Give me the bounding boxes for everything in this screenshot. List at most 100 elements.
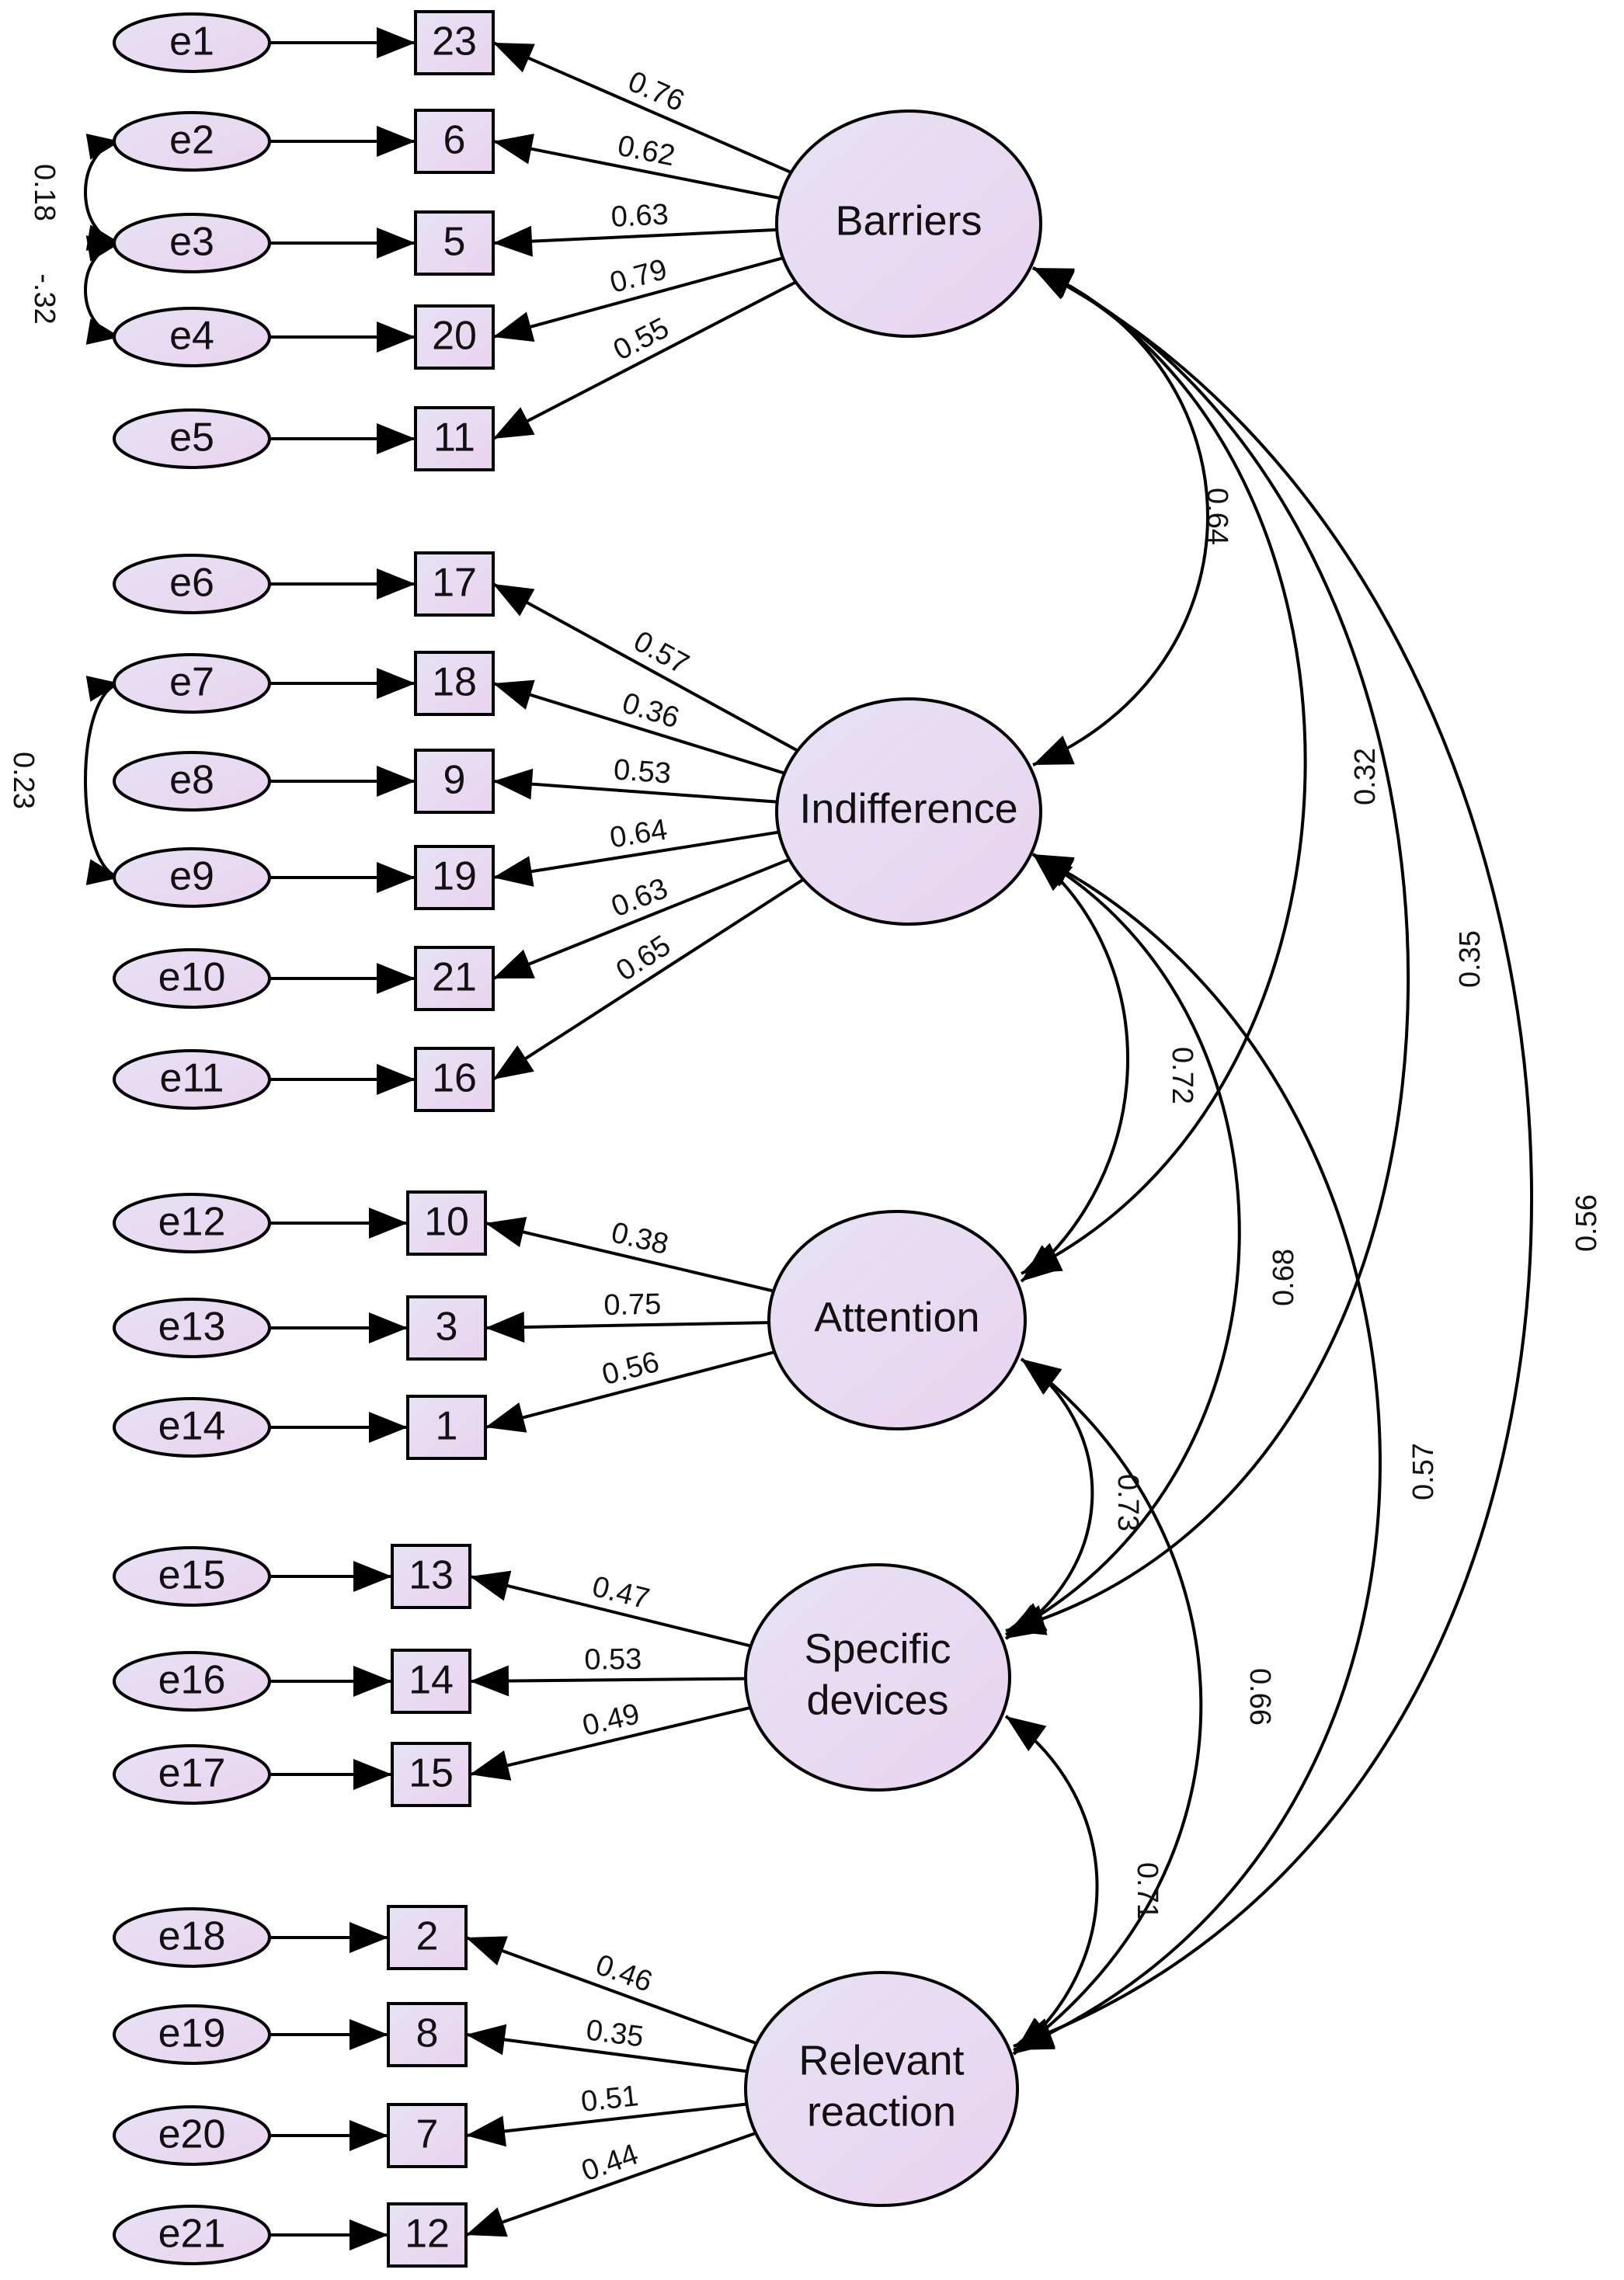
correlation-arrowhead-F3 — [1021, 1359, 1062, 1395]
item-node-12 — [387, 2202, 468, 2268]
error-node-label: e21 — [158, 2212, 226, 2257]
item-node-label: 23 — [432, 19, 477, 64]
loading-path-line — [492, 780, 777, 804]
loading-label: 0.53 — [584, 1643, 642, 1677]
factor-node-indifference — [775, 697, 1042, 926]
loading-path-line — [469, 1706, 751, 1776]
item-node-17 — [414, 551, 495, 617]
error-node-e1 — [113, 12, 271, 73]
error-path-arrowhead — [377, 963, 416, 994]
item-node-label: 17 — [432, 561, 477, 606]
error-node-label: e7 — [169, 660, 214, 705]
loading-label: 0.57 — [628, 625, 694, 681]
error-path-arrowhead — [377, 568, 416, 600]
error-path-arrowhead — [377, 27, 416, 58]
error-node-e17 — [113, 1744, 271, 1805]
item-node-15 — [391, 1742, 471, 1807]
correlation-arrowhead-F4 — [1006, 1716, 1047, 1752]
loading-path-line — [492, 857, 790, 980]
item-node-label: 1 — [436, 1404, 458, 1449]
item-node-13 — [391, 1544, 471, 1609]
item-node-18 — [414, 651, 495, 716]
error-node-e11 — [113, 1049, 271, 1110]
error-node-label: e8 — [169, 758, 214, 803]
correlation-arrowhead-F5 — [1014, 2018, 1054, 2054]
correlation-arrowhead-F2 — [1033, 735, 1075, 765]
item-node-9 — [414, 749, 495, 814]
item-node-label: 15 — [409, 1751, 454, 1796]
loading-path-arrowhead — [466, 2024, 507, 2056]
item-node-16 — [414, 1047, 495, 1112]
error-path-arrowhead — [349, 1922, 388, 1953]
error-path-arrowhead — [377, 228, 416, 259]
factor-node-label: Barriers — [835, 197, 982, 244]
item-node-label: 21 — [432, 955, 477, 1000]
correlation-curve-F1-F4 — [1005, 266, 1410, 1632]
error-node-label: e6 — [169, 561, 214, 606]
error-node-e3 — [113, 213, 271, 273]
error-path-arrowhead — [353, 1666, 392, 1697]
loading-path-arrowhead — [485, 1312, 525, 1343]
error-node-e10 — [113, 948, 271, 1009]
error-node-label: e14 — [158, 1404, 226, 1449]
loading-path-arrowhead — [493, 134, 534, 165]
loading-path-arrowhead — [470, 1570, 512, 1601]
error-path-arrowhead — [353, 1561, 392, 1592]
item-node-label: 8 — [416, 2011, 439, 2056]
error-covariance-label: 0.23 — [7, 752, 40, 809]
factor-node-attention — [767, 1210, 1027, 1430]
error-path-arrowhead — [377, 423, 416, 454]
covariance-arrowhead-e3 — [85, 235, 120, 262]
item-node-label: 2 — [416, 1914, 439, 1959]
error-node-e6 — [113, 554, 271, 614]
covariance-arrowhead-e2 — [85, 134, 120, 160]
factor-node-barriers — [775, 109, 1042, 338]
error-node-e13 — [113, 1298, 271, 1358]
covariance-arrowhead-e4 — [85, 318, 120, 345]
item-node-20 — [414, 304, 495, 370]
loading-path-line — [485, 1222, 774, 1293]
correlation-label: 0.68 — [1268, 1249, 1300, 1306]
item-node-14 — [391, 1649, 471, 1714]
correlation-curve-F4-F5 — [1004, 1715, 1099, 2056]
error-path-arrowhead — [377, 766, 416, 797]
correlation-label: 0.71 — [1131, 1862, 1163, 1920]
error-path-arrowhead — [349, 2120, 388, 2151]
item-node-23 — [414, 10, 495, 75]
error-node-e4 — [113, 307, 271, 367]
loading-path-line — [465, 1936, 757, 2045]
error-path-arrowhead — [369, 1208, 408, 1239]
factor-correlation-layer — [1004, 266, 1534, 2056]
error-covariance-e7-e9 — [84, 682, 121, 879]
item-node-label: 5 — [443, 220, 466, 265]
loading-label: 0.76 — [624, 65, 690, 118]
loading-path-line — [492, 582, 798, 752]
covariance-arrowhead-e7 — [85, 676, 120, 702]
correlation-label: 0.66 — [1243, 1668, 1276, 1726]
loading-path-arrowhead — [493, 311, 535, 342]
correlation-arrowhead-F2 — [1033, 854, 1075, 885]
error-node-label: e1 — [169, 19, 214, 64]
error-path-arrowhead — [369, 1312, 408, 1343]
loading-path-arrowhead — [485, 1402, 527, 1433]
error-node-label: e18 — [158, 1914, 226, 1959]
item-node-7 — [387, 2103, 468, 2168]
error-node-label: e2 — [169, 118, 214, 163]
loading-path-line — [465, 2132, 756, 2237]
item-node-8 — [387, 2002, 468, 2067]
correlation-curve-F3-F4 — [1004, 1357, 1094, 1640]
loading-label: 0.46 — [591, 1948, 656, 1999]
correlation-label: 0.56 — [1570, 1194, 1603, 1252]
error-node-e8 — [113, 751, 271, 812]
loading-path-arrowhead — [493, 679, 535, 710]
correlation-arrowhead-F3 — [1021, 1245, 1062, 1281]
correlation-curve-F1-F5 — [1013, 266, 1534, 2048]
error-node-e2 — [113, 111, 271, 172]
loading-path-arrowhead — [493, 949, 535, 978]
loading-label: 0.63 — [610, 198, 669, 233]
loading-path-line — [469, 1575, 752, 1648]
loading-label: 0.36 — [618, 686, 683, 735]
correlation-label: 0.72 — [1166, 1047, 1198, 1104]
item-node-label: 14 — [409, 1658, 454, 1703]
error-node-label: e11 — [160, 1056, 224, 1101]
